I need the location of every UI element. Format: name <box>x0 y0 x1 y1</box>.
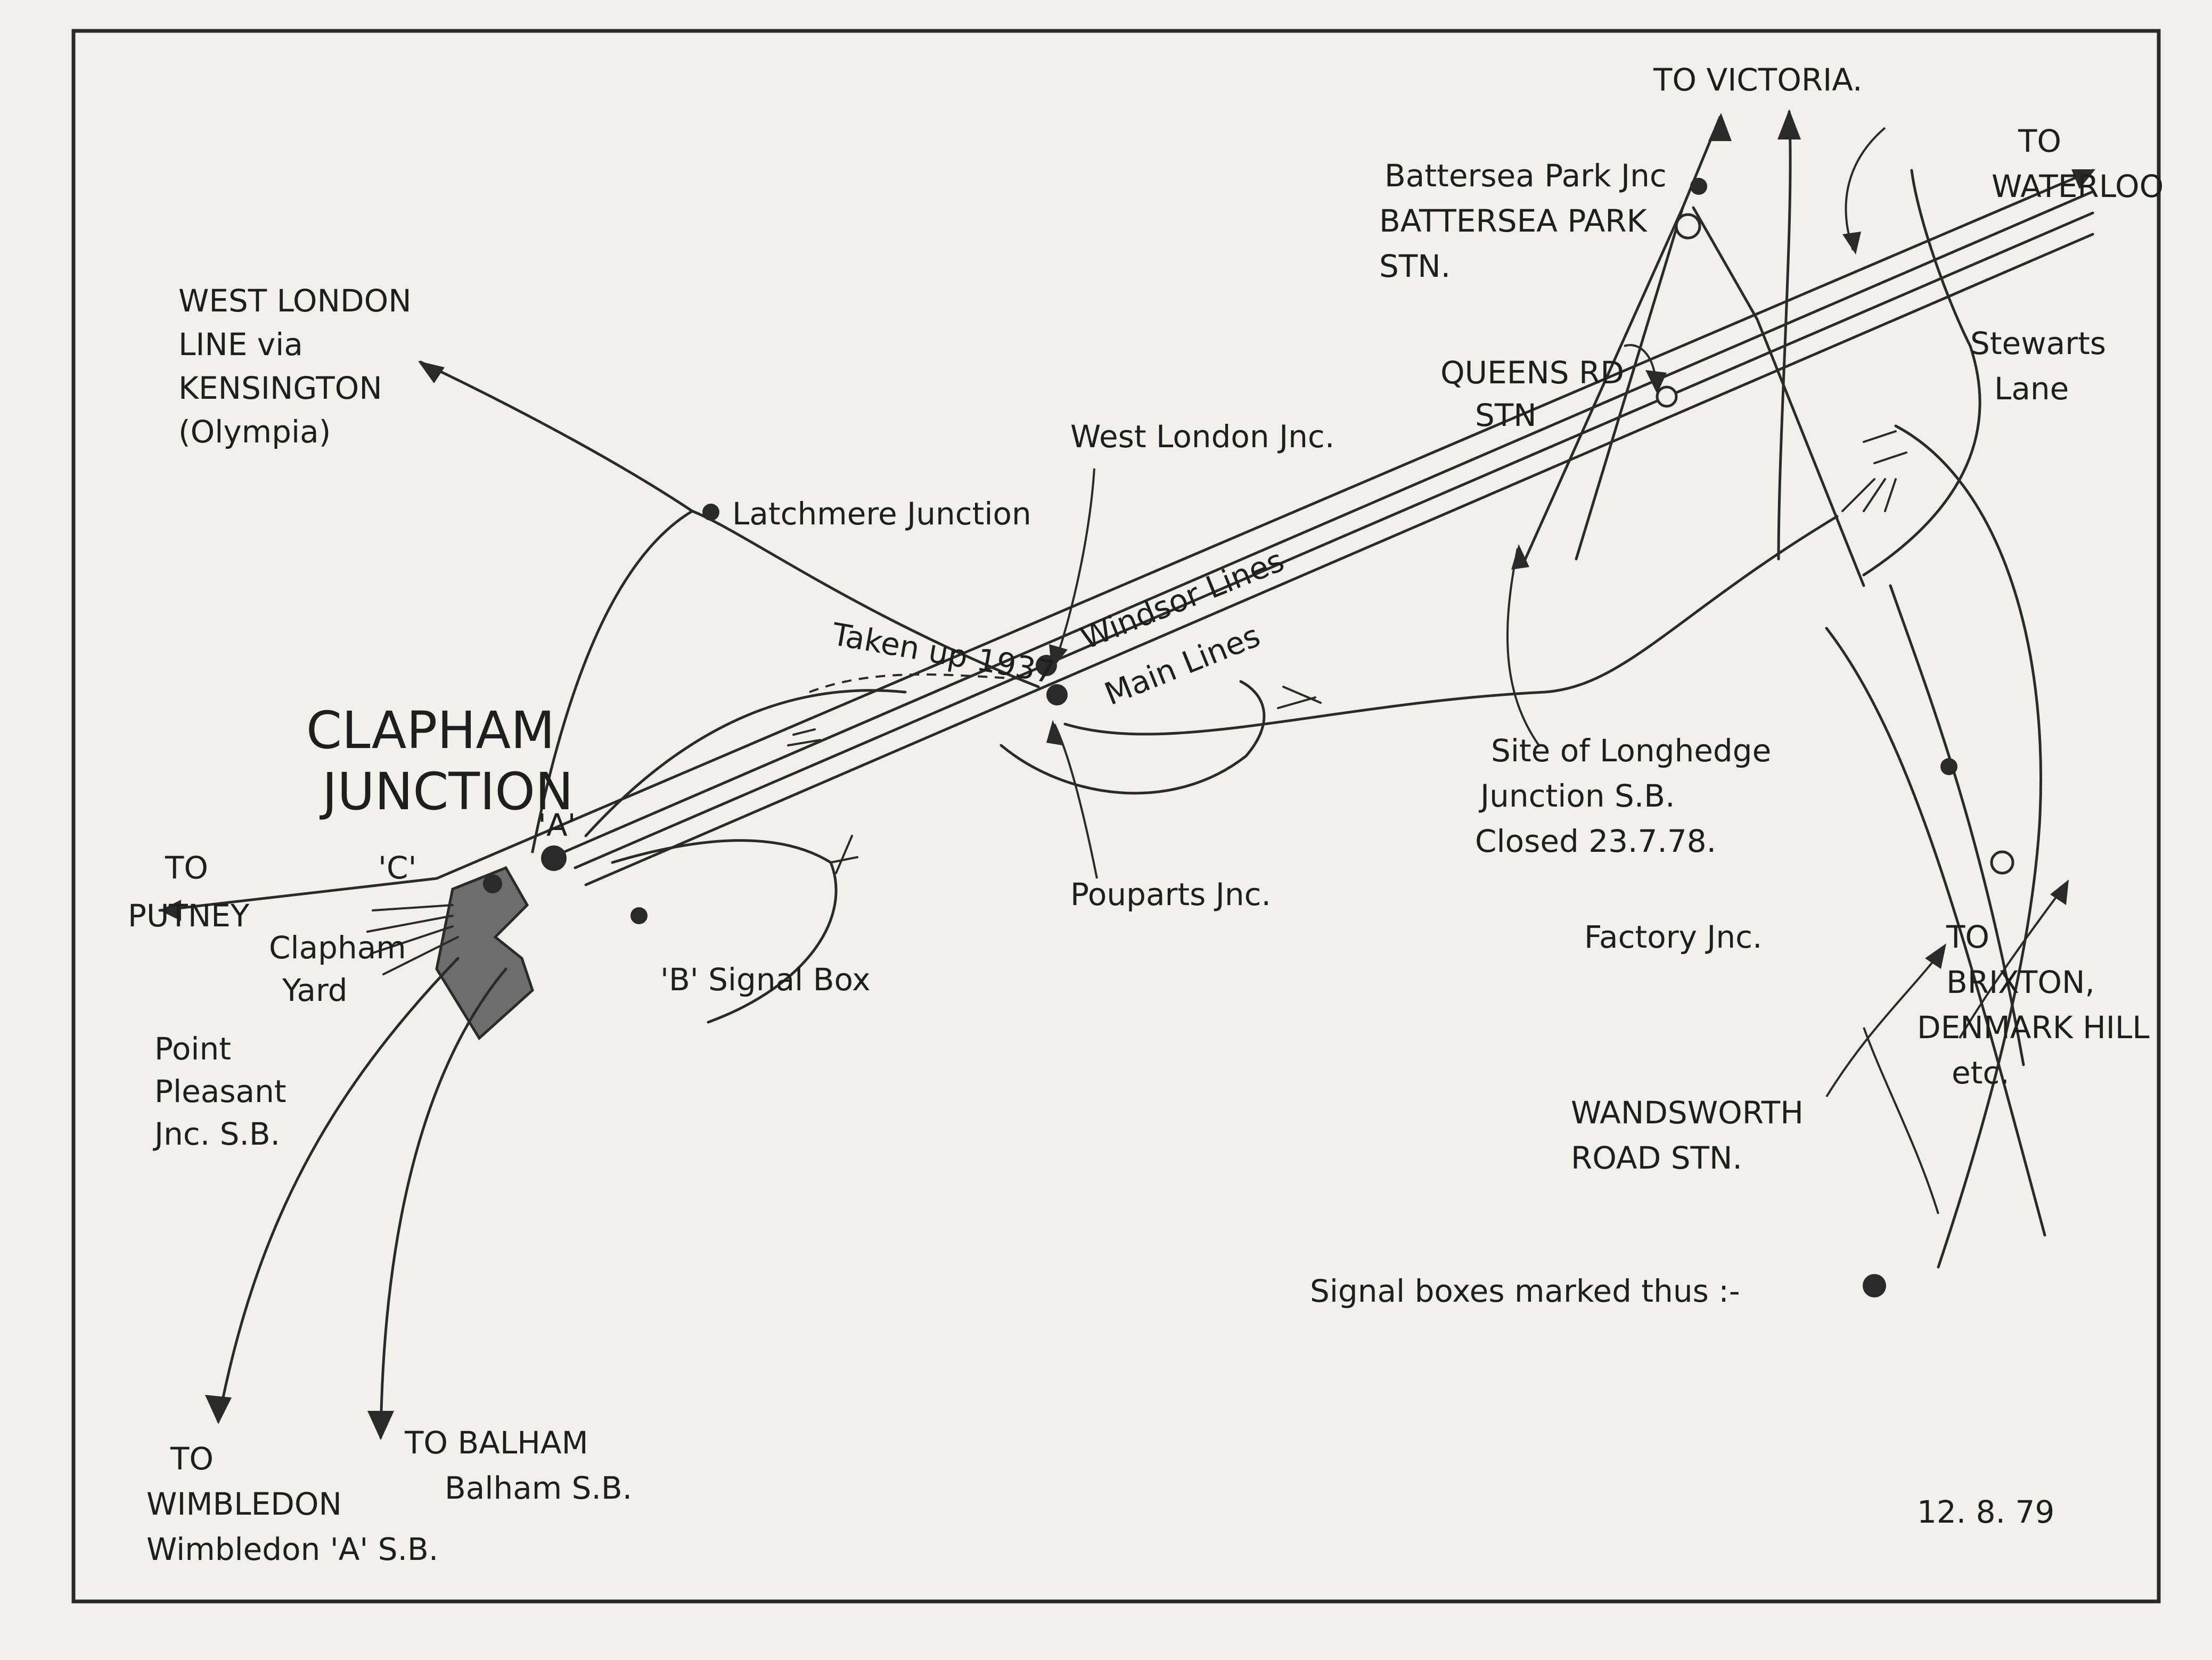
stewarts-lane-label: Stewarts Lane <box>1970 325 2116 407</box>
arrow-to-waterloo <box>2071 169 2095 189</box>
box-b-label: 'B' Signal Box <box>660 962 871 998</box>
pouparts-jnc-label: Pouparts Jnc. <box>1070 876 1271 913</box>
victoria-lines <box>1521 109 2046 1269</box>
longhedge-label: Site of Longhedge Junction S.B. Closed 2… <box>1475 733 1781 859</box>
signal-box-battersea <box>1690 178 1707 195</box>
to-brixton-label: TO BRIXTON, DENMARK HILL etc. <box>1917 919 2159 1091</box>
arrow-to-wimbledon <box>205 1395 232 1424</box>
arrow-west-london <box>418 361 445 383</box>
factory-jnc-label: Factory Jnc. <box>1584 919 1763 955</box>
to-waterloo-label: TO WATERLOO <box>1992 123 2164 204</box>
clapham-junction-label: CLAPHAM JUNCTION <box>306 701 574 821</box>
battersea-park-jnc-label: Battersea Park Jnc <box>1384 158 1667 194</box>
west-london-jnc-label: West London Jnc. <box>1070 418 1334 455</box>
signal-box-a <box>541 845 567 871</box>
to-victoria-label: TO VICTORIA. <box>1653 62 1862 98</box>
signal-box-legend <box>1863 1274 1886 1297</box>
battersea-park-stn-label: BATTERSEA PARK STN. <box>1379 203 1657 284</box>
arrow-to-balham <box>367 1411 394 1440</box>
box-c-label: 'C' <box>378 850 416 886</box>
signal-box-latchmere <box>702 504 719 521</box>
legend-label: Signal boxes marked thus :- <box>1310 1273 1740 1309</box>
signal-box-c <box>483 874 502 893</box>
clapham-station <box>366 866 534 1040</box>
west-london-line <box>418 360 1040 874</box>
signal-box-west-london <box>1036 655 1057 676</box>
signal-box-factory <box>1940 758 1957 775</box>
latchmere-loops <box>584 673 1023 1024</box>
latchmere-junction-label: Latchmere Junction <box>732 496 1031 532</box>
signal-boxes <box>483 178 1957 1297</box>
point-pleasant-label: Point Pleasant Jnc. S.B. <box>153 1031 296 1152</box>
station-wandsworth-road <box>1990 850 2014 875</box>
main-trunk-lines <box>158 169 2095 921</box>
wandsworth-road-label: WANDSWORTH ROAD STN. <box>1571 1095 1813 1176</box>
queens-rd-label: QUEENS RD STN <box>1440 355 1634 433</box>
arrow-victoria-2 <box>1777 109 1801 139</box>
stations <box>1656 213 2014 875</box>
west-london-label: WEST LONDON LINE via KENSINGTON (Olympia… <box>178 283 421 450</box>
clapham-yard-label: Clapham Yard <box>269 930 416 1008</box>
to-putney-label: TO PUTNEY <box>128 850 250 934</box>
date-label: 12. 8. 79 <box>1917 1494 2054 1530</box>
map-frame <box>71 29 2161 1604</box>
to-wimbledon-label: TO WIMBLEDON Wimbledon 'A' S.B. <box>146 1441 438 1567</box>
to-balham-label: TO BALHAM Balham S.B. <box>404 1425 632 1506</box>
box-a-label: 'A' <box>538 807 576 843</box>
signal-box-b <box>630 907 648 924</box>
arrow-victoria-1 <box>1708 113 1732 141</box>
southbound-lines <box>205 957 507 1440</box>
station-queens-rd <box>1656 385 1678 408</box>
arrow-to-putney <box>160 900 181 921</box>
signal-box-pouparts <box>1046 684 1068 705</box>
station-battersea-park <box>1675 213 1701 240</box>
pointer-arrows <box>1046 127 2069 1214</box>
